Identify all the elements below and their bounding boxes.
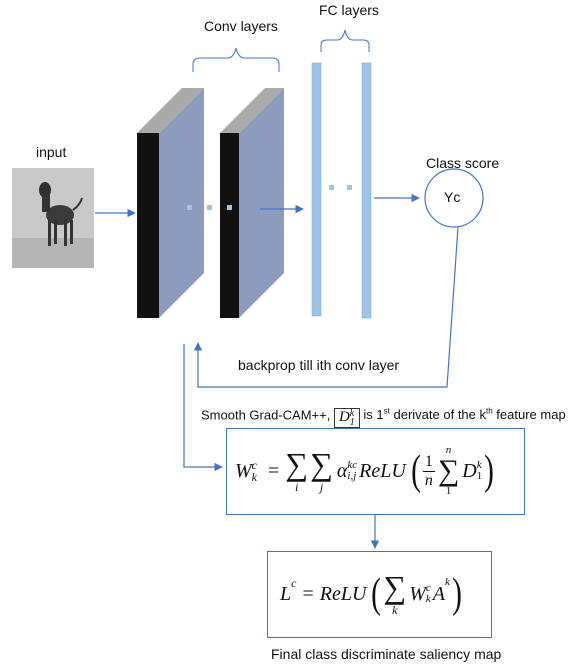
fc-layers-brace [320, 29, 370, 52]
conv-ellipsis-dot-1 [187, 205, 192, 210]
smooth-gradcam-suffix: is 1st derivate of the kth feature map [363, 407, 566, 423]
input-dog-image [12, 168, 94, 268]
fc-bar-1 [311, 62, 322, 317]
fc-ellipsis-dot-2 [347, 185, 352, 190]
class-score-node [424, 168, 484, 228]
input-label: input [36, 144, 67, 160]
fc-ellipsis-dot-1 [329, 185, 334, 190]
conv-ellipsis-dot-2 [207, 205, 212, 210]
conv-layers-brace [192, 47, 280, 72]
conv-layers-label: Conv layers [204, 18, 278, 34]
arrow-to-formula-1 [183, 344, 223, 472]
conv-block-2 [220, 88, 284, 318]
class-score-symbol: Yc [444, 189, 461, 205]
class-score-label: Class score [426, 155, 500, 171]
conv-block-1 [137, 88, 204, 318]
conv-ellipsis-dot-3 [227, 205, 232, 210]
backprop-label: backprop till ith conv layer [238, 357, 400, 373]
fc-layers-label: FC layers [319, 2, 379, 18]
backprop-path [193, 226, 459, 388]
smooth-gradcam-prefix: Smooth Grad-CAM++, [201, 407, 331, 423]
fc-bar-2 [361, 62, 372, 319]
final-saliency-caption: Final class discriminate saliency map [271, 646, 502, 662]
